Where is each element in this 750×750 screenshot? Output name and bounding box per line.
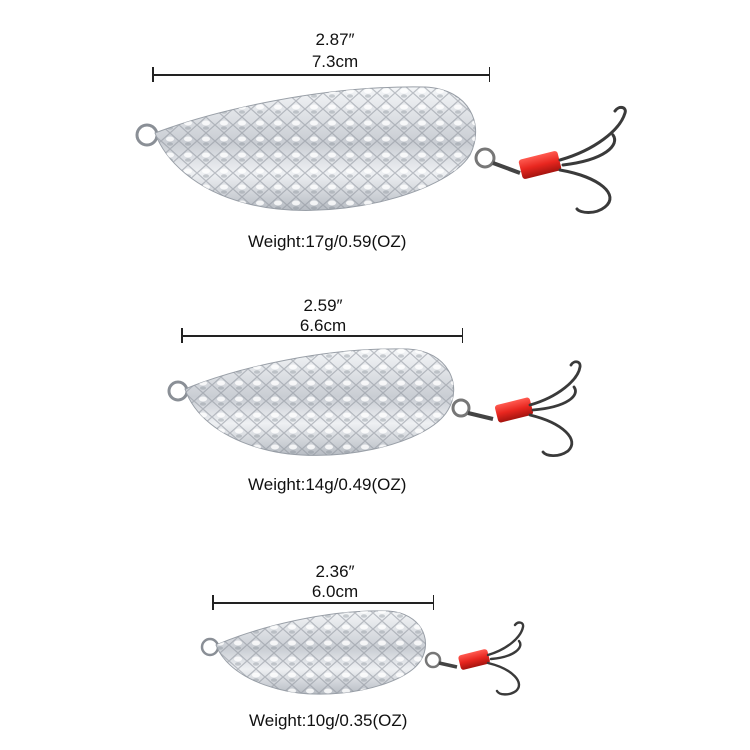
lure1-inches-label: 2.87″ bbox=[315, 30, 355, 49]
lure2-cm-label: 6.6cm bbox=[299, 316, 347, 335]
swivel bbox=[492, 161, 521, 175]
lure3-length-ruler bbox=[212, 596, 434, 608]
red-tube bbox=[494, 397, 534, 423]
lure3-spoon-image bbox=[200, 610, 525, 696]
lure3-weight-label: Weight:10g/0.35(OZ) bbox=[249, 711, 408, 730]
lure3-inches-label: 2.36″ bbox=[315, 562, 355, 581]
lure2-length-ruler bbox=[181, 329, 463, 341]
lure1-spoon-image bbox=[135, 86, 627, 214]
treble-hook bbox=[558, 105, 627, 214]
split-ring bbox=[167, 380, 189, 402]
swivel bbox=[438, 661, 458, 669]
lure2-spoon-image bbox=[167, 348, 582, 458]
swivel-ring bbox=[451, 398, 471, 418]
red-tube bbox=[518, 151, 562, 179]
split-ring bbox=[135, 123, 159, 147]
treble-hook bbox=[528, 360, 582, 458]
red-tube bbox=[458, 649, 490, 670]
swivel-ring bbox=[424, 651, 442, 669]
lure3-cm-label: 6.0cm bbox=[311, 582, 359, 601]
swivel bbox=[467, 411, 494, 421]
lure2-weight-label: Weight:14g/0.49(OZ) bbox=[248, 475, 407, 494]
lure2-inches-label: 2.59″ bbox=[303, 296, 343, 315]
lure1-weight-label: Weight:17g/0.59(OZ) bbox=[248, 232, 407, 251]
lure1-length-ruler bbox=[152, 68, 490, 80]
split-ring bbox=[200, 637, 220, 657]
swivel-ring bbox=[474, 147, 496, 169]
treble-hook bbox=[486, 621, 525, 696]
lure1-cm-label: 7.3cm bbox=[311, 52, 359, 71]
